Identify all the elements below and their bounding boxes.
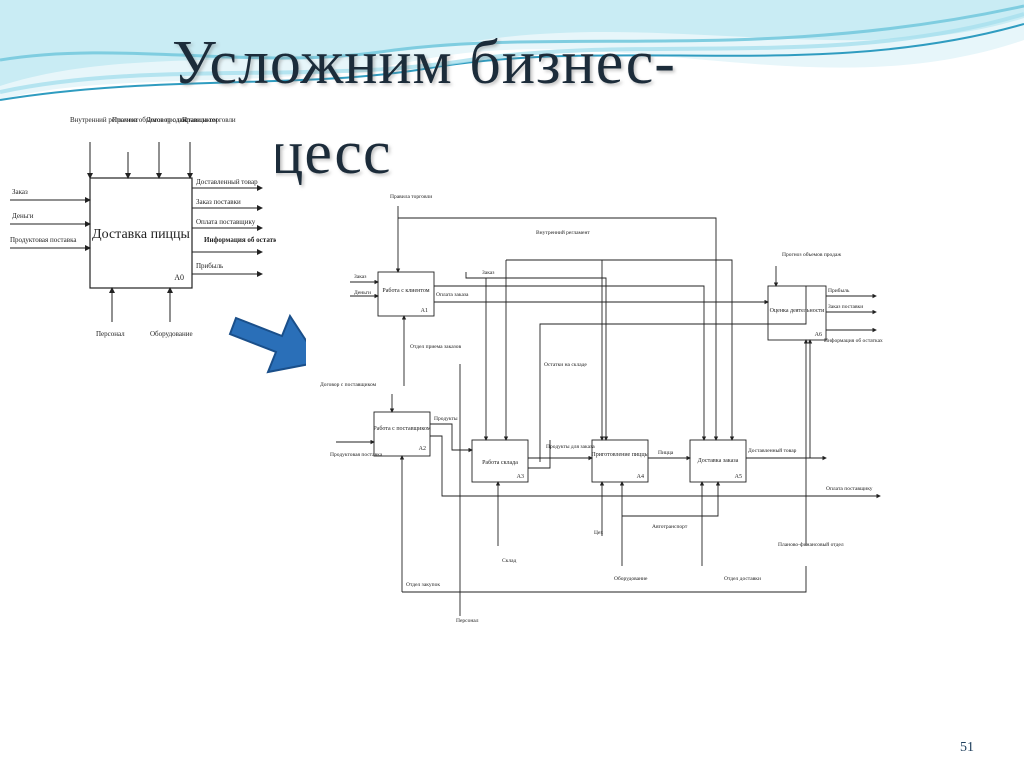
lbl-staff: Персонал	[456, 618, 479, 624]
lbl-product-supply: Продуктовая поставка	[330, 452, 383, 458]
block-a5	[689, 439, 747, 483]
block-a1	[377, 271, 435, 317]
block-a3	[471, 439, 529, 483]
input-1: Деньги	[12, 212, 34, 220]
a6-title: Оценка деятельности	[770, 308, 826, 314]
mech-1: Оборудование	[150, 330, 193, 338]
input-0: Заказ	[12, 188, 28, 196]
lbl-planning-dept: Планово-финансовый отдел	[778, 541, 844, 548]
lbl-delivered: Доставленный товар	[748, 447, 797, 454]
lbl-rules: Правила торговли	[390, 194, 432, 200]
header-wave	[0, 0, 1024, 101]
lbl-delivery-dept: Отдел доставки	[724, 576, 761, 582]
ctrl-2: Договор с поставщиком	[146, 116, 218, 124]
a4-title: Приготовление пиццы	[591, 452, 648, 458]
transition-arrow	[228, 313, 322, 374]
input-2: Продуктовая поставка	[10, 236, 77, 244]
lbl-cook: Цех	[594, 530, 603, 536]
a0-block	[89, 177, 193, 289]
lbl-vehicles: Автотранспорт	[652, 524, 688, 530]
a5-title: Доставка заказа	[698, 458, 739, 464]
ctrl-3: Правила торговли	[182, 116, 236, 124]
title-line-1: Усложним бизнес-	[172, 29, 676, 97]
a6-id: А6	[815, 332, 822, 338]
block-a2	[373, 411, 431, 457]
mech-0: Персонал	[96, 330, 125, 338]
lbl-order-in: Заказ	[354, 274, 366, 280]
slide-title: Усложним бизнес- процесс	[172, 28, 676, 187]
a0-block-id: А0	[174, 273, 184, 282]
a2-title: Работа с поставщиком	[373, 425, 431, 432]
lbl-purchase-dept: Отдел закупок	[406, 582, 440, 588]
lbl-products: Продукты	[434, 416, 458, 422]
lbl-warehouse: Склад	[502, 558, 517, 564]
page-number: 51	[960, 740, 974, 755]
lbl-order-dept: Отдел приема заказов	[410, 344, 462, 350]
lbl-stock-info: Информация об остатках	[824, 337, 883, 344]
a4-id: А4	[637, 474, 644, 480]
block-a4	[591, 439, 649, 483]
output-4: Прибыль	[196, 262, 223, 270]
a5-id: А5	[735, 474, 742, 480]
lbl-payment-order: Оплата заказа	[436, 292, 469, 298]
context-diagram: Доставка пиццы А0 Внутренний регламент П…	[4, 108, 284, 346]
lbl-supplier-payment: Оплата поставщику	[826, 486, 873, 492]
output-0: Доставленный товар	[196, 178, 258, 186]
lbl-stock-left: Остатки на складе	[544, 362, 587, 368]
block-a6	[767, 285, 827, 341]
lbl-regulation: Внутренний регламент	[536, 229, 590, 236]
lbl-pizza: Пицца	[658, 450, 674, 456]
lbl-contract: Договор с поставщиком	[320, 382, 377, 388]
a3-title: Работа склада	[482, 459, 518, 466]
a1-title: Работа с клиентом	[382, 287, 429, 294]
lbl-order-mid: Заказ	[482, 270, 494, 276]
lbl-equipment: Оборудование	[614, 575, 648, 582]
ctrl-0: Внутренний регламент	[70, 116, 138, 124]
a1-id: А1	[421, 308, 428, 314]
ctrl-1: Прогноз объемов продаж	[112, 116, 187, 124]
output-2: Оплата поставщику	[196, 218, 256, 226]
lbl-profit: Прибыль	[828, 287, 850, 294]
a0-block-title: Доставка пиццы	[92, 227, 190, 242]
output-3: Информация об остатках	[204, 236, 276, 244]
a2-id: А2	[419, 446, 426, 452]
lbl-supply-order: Заказ поставки	[828, 304, 863, 310]
lbl-money-in: Деньги	[354, 290, 371, 296]
lbl-forecast: Прогноз объемов продаж	[782, 251, 841, 258]
a3-id: А3	[517, 474, 524, 480]
output-1: Заказ поставки	[196, 198, 241, 206]
decomposition-diagram: Работа с клиентом А1 Работа с поставщико…	[306, 186, 906, 626]
lbl-products-for-order: Продукты для заказа	[546, 444, 595, 450]
